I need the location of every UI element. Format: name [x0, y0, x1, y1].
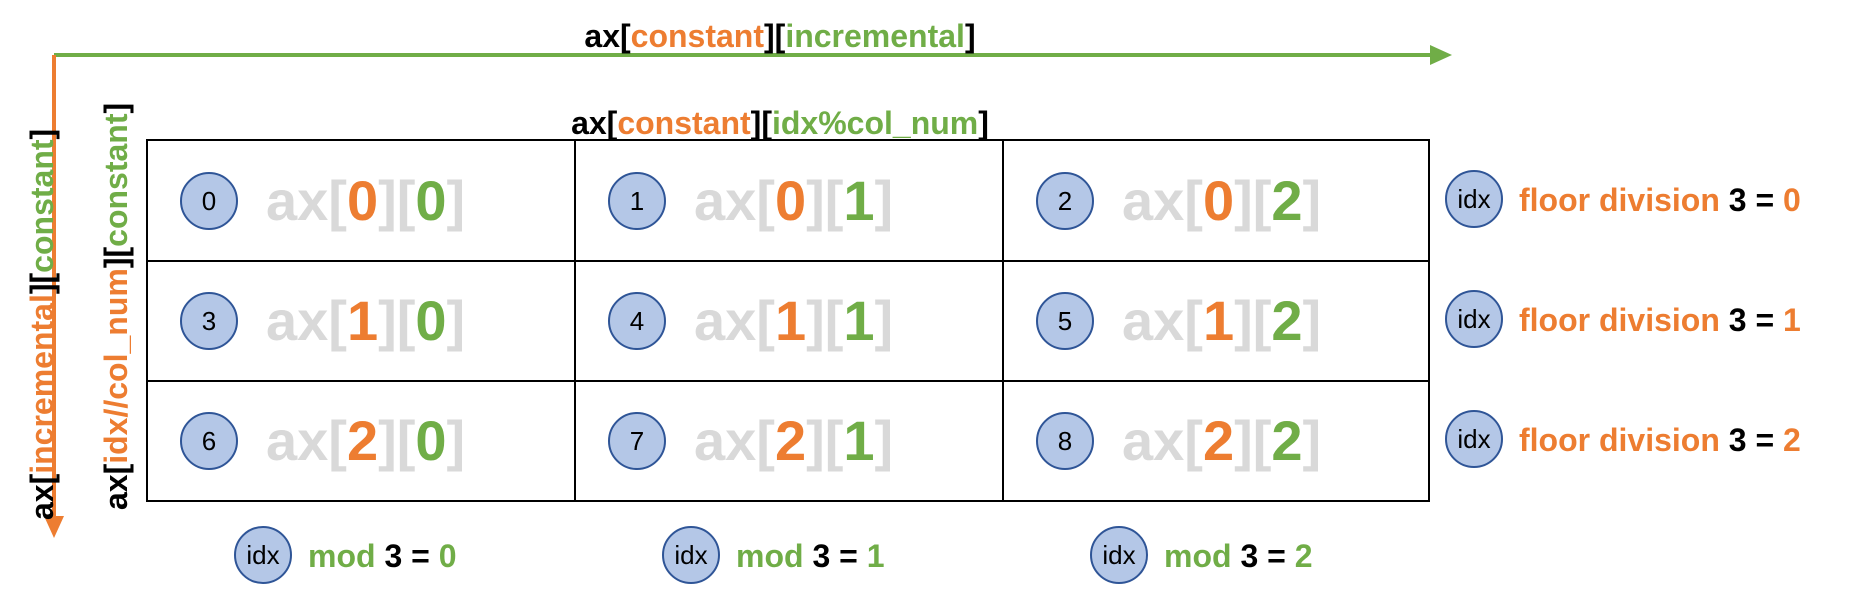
index-circle: 8	[1036, 412, 1094, 470]
idx-circle: idx	[1445, 410, 1503, 468]
ax-index-text: ax[2][2]	[1122, 409, 1322, 472]
horizontal-arrow-label: ax[constant][incremental]	[584, 18, 976, 54]
vertical-arrow	[52, 55, 56, 520]
grid-cell: 3 ax[1][0]	[148, 261, 576, 382]
index-circle: 3	[180, 292, 238, 350]
index-circle: 4	[608, 292, 666, 350]
idx-circle: idx	[1445, 290, 1503, 348]
ax-index-text: ax[2][1]	[694, 409, 894, 472]
grid-cell: 4 ax[1][1]	[576, 261, 1004, 382]
grid-cell: 0 ax[0][0]	[148, 141, 576, 262]
col-rule-text: mod 3 = 1	[736, 538, 885, 574]
ax-index-text: ax[1][1]	[694, 289, 894, 352]
col-rule-text: mod 3 = 2	[1164, 538, 1313, 574]
idx-circle: idx	[662, 526, 720, 584]
idx-circle: idx	[234, 526, 292, 584]
grid-divider	[574, 141, 576, 500]
index-circle: 6	[180, 412, 238, 470]
ax-index-text: ax[1][0]	[266, 289, 466, 352]
index-circle: 5	[1036, 292, 1094, 350]
ax-index-text: ax[1][2]	[1122, 289, 1322, 352]
grid-divider	[148, 260, 1428, 262]
horizontal-arrow-head-icon	[1430, 45, 1452, 65]
row-rule-text: floor division 3 = 0	[1519, 182, 1801, 218]
index-circle: 1	[608, 172, 666, 230]
row-rule: idx floor division 3 = 1	[1445, 290, 1855, 348]
row-rule: idx floor division 3 = 0	[1445, 170, 1855, 228]
index-circle: 2	[1036, 172, 1094, 230]
ax-index-text: ax[0][1]	[694, 169, 894, 232]
ax-index-text: ax[0][2]	[1122, 169, 1322, 232]
column-formula-label: ax[constant][idx%col_num]	[571, 105, 989, 141]
col-rule: idx mod 3 = 2	[1090, 526, 1390, 584]
row-rule-text: floor division 3 = 2	[1519, 422, 1801, 458]
grid-cell: 7 ax[2][1]	[576, 381, 1004, 502]
row-rule-text: floor division 3 = 1	[1519, 302, 1801, 338]
grid-divider	[1002, 141, 1004, 500]
index-circle: 0	[180, 172, 238, 230]
grid-cell: 2 ax[0][2]	[1004, 141, 1432, 262]
col-rule: idx mod 3 = 1	[662, 526, 962, 584]
horizontal-arrow	[54, 53, 1436, 57]
grid-cell: 8 ax[2][2]	[1004, 381, 1432, 502]
col-rule-text: mod 3 = 0	[308, 538, 457, 574]
grid-divider	[148, 380, 1428, 382]
grid-cell: 5 ax[1][2]	[1004, 261, 1432, 382]
col-rule: idx mod 3 = 0	[234, 526, 534, 584]
vertical-arrow-label: ax[incremental][constant]	[24, 128, 60, 520]
row-formula-label: ax[idx//col_num][constant]	[98, 102, 134, 510]
ax-index-text: ax[0][0]	[266, 169, 466, 232]
grid-cell: 1 ax[0][1]	[576, 141, 1004, 262]
grid-cell: 6 ax[2][0]	[148, 381, 576, 502]
index-circle: 7	[608, 412, 666, 470]
subplot-grid: 0 ax[0][0] 1 ax[0][1] 2 ax[0][2] 3 ax[1]…	[146, 139, 1430, 502]
row-rule: idx floor division 3 = 2	[1445, 410, 1855, 468]
idx-circle: idx	[1445, 170, 1503, 228]
idx-circle: idx	[1090, 526, 1148, 584]
vertical-arrow-head-icon	[44, 516, 64, 538]
ax-index-text: ax[2][0]	[266, 409, 466, 472]
